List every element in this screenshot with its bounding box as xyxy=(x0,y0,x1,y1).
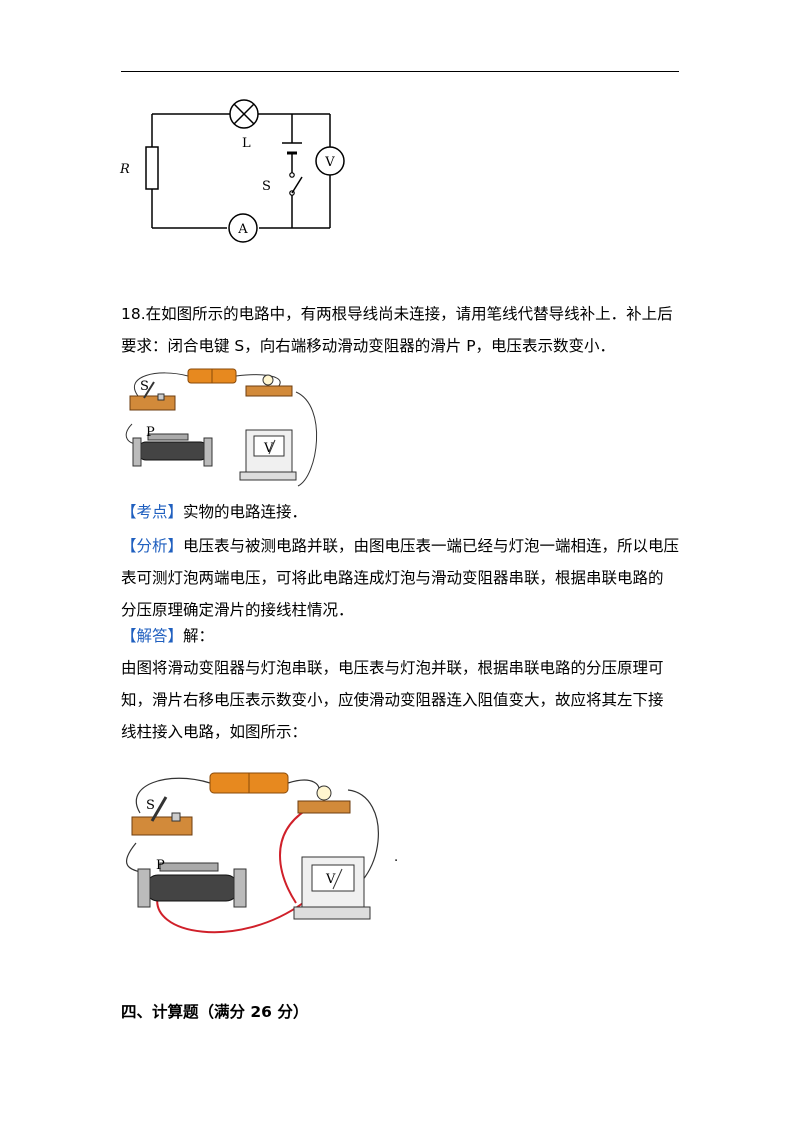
circuit-diagram: V A R L S xyxy=(119,99,345,243)
voltmeter xyxy=(239,429,297,481)
resistor-label: R xyxy=(119,162,130,177)
knife-switch xyxy=(129,381,176,411)
voltmeter-label: V xyxy=(325,872,336,887)
jieda-line-3: 线柱接入电路，如图所示： xyxy=(121,723,308,741)
slider-label: P xyxy=(156,858,165,873)
rheostat xyxy=(137,862,247,908)
section-4-title: 四、计算题（满分 26 分） xyxy=(121,1003,309,1021)
rheostat xyxy=(132,433,213,467)
jieda-after: 解： xyxy=(183,627,215,645)
switch-symbol xyxy=(289,172,303,196)
jieda-line-2: 知，滑片右移电压表示数变小，应使滑动变阻器连入阻值变大，故应将其左下接 xyxy=(121,691,664,709)
battery-pack xyxy=(187,368,237,384)
jieda-tag: 【解答】 xyxy=(121,627,184,645)
resistor-symbol xyxy=(145,146,159,190)
lamp-label: L xyxy=(242,136,251,151)
question-line-2: 要求：闭合电键 S，向右端移动滑动变阻器的滑片 P，电压表示数变小． xyxy=(121,337,616,355)
lamp xyxy=(245,374,293,397)
trailing-dot: . xyxy=(394,850,398,865)
switch-label: S xyxy=(146,798,155,813)
ammeter-label: A xyxy=(237,222,248,237)
battery-symbol xyxy=(282,142,302,155)
fenxi-tag: 【分析】 xyxy=(121,537,184,555)
answer-circuit-figure: S P V . xyxy=(125,772,398,934)
jieda-line-1: 由图将滑动变阻器与灯泡串联，电压表与灯泡并联，根据串联电路的分压原理可 xyxy=(121,659,664,677)
voltmeter-label: V xyxy=(324,155,335,170)
kaodian: 【考点】实物的电路连接． xyxy=(121,496,681,528)
kaodian-text: 实物的电路连接． xyxy=(183,503,308,521)
slider-label: P xyxy=(146,425,155,440)
voltmeter xyxy=(293,856,371,920)
ammeter-symbol xyxy=(228,213,258,243)
question-line-1: 在如图所示的电路中，有两根导线尚未连接，请用笔线代替导线补上．补上后 xyxy=(145,305,673,323)
voltmeter-symbol xyxy=(315,146,345,176)
question-number: 18. xyxy=(121,305,146,323)
jieda-body: 由图将滑动变阻器与灯泡串联，电压表与灯泡并联，根据串联电路的分压原理可 知，滑片… xyxy=(121,652,681,748)
fenxi-line-3: 分压原理确定滑片的接线柱情况． xyxy=(121,601,354,619)
voltmeter-label: V xyxy=(263,441,274,456)
knife-switch xyxy=(131,796,193,836)
lamp xyxy=(297,785,351,814)
header-rule xyxy=(121,71,679,72)
fenxi-line-2: 表可测灯泡两端电压，可将此电路连成灯泡与滑动变阻器串联，根据串联电路的 xyxy=(121,569,664,587)
fenxi: 【分析】电压表与被测电路并联，由图电压表一端已经与灯泡一端相连，所以电压 表可测… xyxy=(121,530,681,626)
kaodian-tag: 【考点】 xyxy=(121,503,184,521)
lamp-symbol xyxy=(229,99,259,129)
fenxi-line-1: 电压表与被测电路并联，由图电压表一端已经与灯泡一端相连，所以电压 xyxy=(183,537,680,555)
switch-label: S xyxy=(140,379,149,394)
switch-label: S xyxy=(262,179,271,194)
physical-circuit-figure: S P V xyxy=(125,368,317,487)
question-18: 18.在如图所示的电路中，有两根导线尚未连接，请用笔线代替导线补上．补上后 要求… xyxy=(121,298,681,362)
battery-pack xyxy=(209,772,289,794)
jieda-header: 【解答】解： xyxy=(121,620,681,652)
